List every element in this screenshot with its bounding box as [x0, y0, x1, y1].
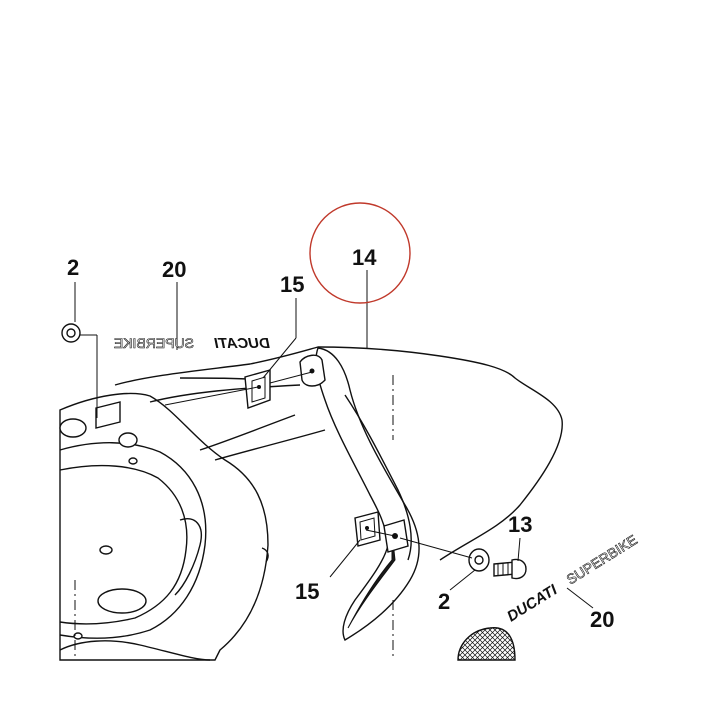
- callout-labels: 2 20 15 14 13 15 2 20: [67, 245, 614, 632]
- callout-2-left: 2: [67, 255, 79, 280]
- right-decal-model: SUPERBIKE: [563, 531, 639, 587]
- part-14-bracket: [299, 347, 420, 641]
- callout-15-lower: 15: [295, 579, 319, 604]
- assembly-lines: [80, 334, 473, 559]
- tail-light-lens: [457, 627, 516, 661]
- part-2-right-washer: [468, 548, 490, 572]
- right-decal-brand: DUCATI: [504, 581, 561, 625]
- center-lines: [74, 375, 394, 660]
- leader-lines: [74, 270, 594, 609]
- callout-20-right: 20: [590, 607, 614, 632]
- part-2-left-washer: [61, 323, 81, 343]
- left-decal-model: SUPERBIKE: [114, 335, 194, 351]
- tail-fairing-outline: [114, 346, 563, 561]
- callout-2-right: 2: [438, 589, 450, 614]
- part-14-highlight-circle: [309, 202, 411, 304]
- right-decal: DUCATI SUPERBIKE: [504, 531, 640, 625]
- part-13-bolt: [493, 558, 527, 580]
- callout-20-left: 20: [162, 257, 186, 282]
- callout-15-upper: 15: [280, 272, 304, 297]
- callout-14: 14: [352, 245, 377, 270]
- part-15-upper-clip: [244, 369, 271, 409]
- rear-frame: [59, 392, 269, 661]
- left-decal: DUCATI SUPERBIKE: [114, 335, 270, 352]
- left-decal-brand: DUCATI: [214, 335, 270, 352]
- callout-13: 13: [508, 512, 532, 537]
- part-15-lower-clip: [354, 511, 381, 547]
